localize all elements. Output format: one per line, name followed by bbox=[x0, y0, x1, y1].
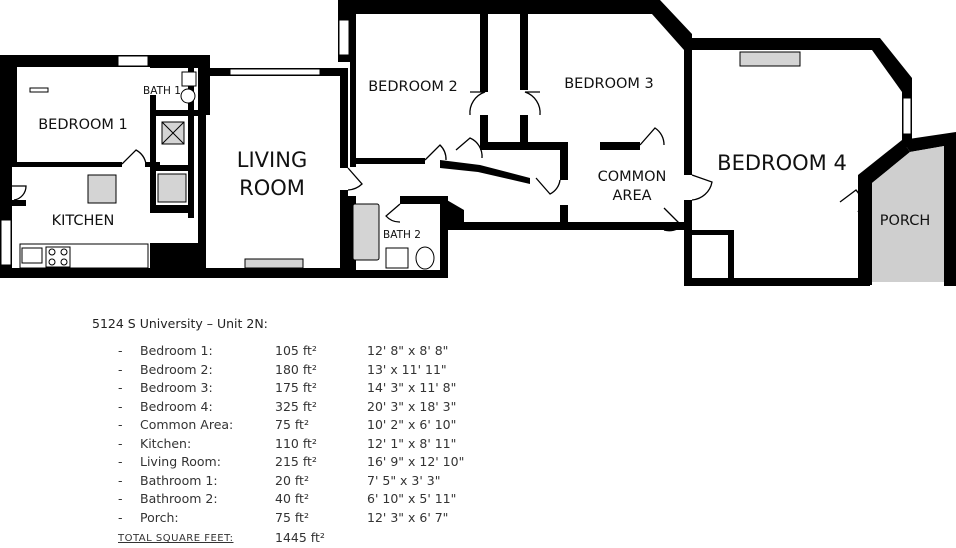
walls bbox=[0, 0, 956, 286]
row-bullet: - bbox=[118, 343, 123, 358]
row-room: Living Room: bbox=[140, 454, 221, 469]
row-room: Bathroom 1: bbox=[140, 472, 218, 488]
label-kitchen: KITCHEN bbox=[52, 213, 115, 229]
row-area: 180 ft² bbox=[275, 361, 317, 377]
label-bath-1: BATH 1 bbox=[143, 85, 181, 97]
row-area: 75 ft² bbox=[275, 509, 309, 525]
row-dimensions: 7' 5" x 3' 3" bbox=[367, 472, 441, 488]
row-area: 110 ft² bbox=[275, 435, 317, 451]
row-room: Bedroom 2: bbox=[140, 361, 213, 377]
row-bullet: - bbox=[118, 472, 123, 488]
row-area: 215 ft² bbox=[275, 454, 317, 469]
legend-total-row: TOTAL SQUARE FEET: 1445 ft² bbox=[92, 530, 325, 548]
row-dimensions: 12' 8" x 8' 8" bbox=[367, 343, 449, 358]
row-bullet: - bbox=[118, 398, 123, 414]
row-area: 105 ft² bbox=[275, 343, 317, 358]
floor-plan: BEDROOM 1 BATH 1 KITCHEN LIVING ROOM BED… bbox=[0, 0, 956, 286]
row-dimensions: 13' x 11' 11" bbox=[367, 361, 447, 377]
row-dimensions: 16' 9" x 12' 10" bbox=[367, 454, 465, 469]
fridge bbox=[87, 174, 117, 204]
row-dimensions: 20' 3" x 18' 3" bbox=[367, 398, 457, 414]
area-legend: 5124 S University – Unit 2N: - Bedroom 1… bbox=[92, 316, 464, 548]
legend-row: - Living Room: 215 ft² 16' 9" x 12' 10" bbox=[92, 454, 464, 473]
label-bedroom-4: BEDROOM 4 bbox=[717, 151, 847, 175]
row-area: 40 ft² bbox=[275, 491, 309, 506]
legend-row: - Common Area: 75 ft² 10' 2" x 6' 10" bbox=[92, 417, 456, 436]
toilet bbox=[180, 88, 196, 104]
legend-row: - Bedroom 4: 325 ft² 20' 3" x 18' 3" bbox=[92, 398, 456, 418]
legend-row: - Bedroom 2: 180 ft² 13' x 11' 11" bbox=[92, 361, 447, 381]
total-label: TOTAL SQUARE FEET: bbox=[118, 533, 234, 544]
row-bullet: - bbox=[118, 361, 123, 377]
row-dimensions: 12' 1" x 8' 11" bbox=[367, 435, 457, 451]
row-room: Bedroom 4: bbox=[140, 398, 213, 414]
fixtures bbox=[19, 51, 801, 270]
label-bedroom-2: BEDROOM 2 bbox=[368, 79, 458, 95]
label-bedroom-1: BEDROOM 1 bbox=[38, 117, 128, 133]
row-dimensions: 12' 3" x 6' 7" bbox=[367, 509, 449, 525]
row-room: Porch: bbox=[140, 509, 179, 525]
label-bedroom-3: BEDROOM 3 bbox=[564, 76, 654, 92]
row-dimensions: 6' 10" x 5' 11" bbox=[367, 491, 457, 506]
row-bullet: - bbox=[118, 491, 123, 506]
row-room: Common Area: bbox=[140, 417, 234, 432]
row-area: 75 ft² bbox=[275, 417, 309, 432]
row-area: 325 ft² bbox=[275, 398, 317, 414]
bathtub bbox=[352, 203, 380, 261]
row-bullet: - bbox=[118, 509, 123, 525]
label-porch: PORCH bbox=[880, 213, 931, 229]
row-bullet: - bbox=[118, 454, 123, 469]
legend-title: 5124 S University – Unit 2N: bbox=[92, 316, 268, 331]
doors bbox=[12, 91, 862, 232]
windows bbox=[0, 19, 912, 266]
row-room: Kitchen: bbox=[140, 435, 192, 451]
row-area: 20 ft² bbox=[275, 472, 309, 488]
legend-row: - Kitchen: 110 ft² 12' 1" x 8' 11" bbox=[92, 435, 456, 455]
legend-row: - Bedroom 3: 175 ft² 14' 3" x 11' 8" bbox=[92, 380, 456, 399]
row-room: Bedroom 3: bbox=[140, 380, 213, 395]
row-dimensions: 14' 3" x 11' 8" bbox=[367, 380, 457, 395]
row-bullet: - bbox=[118, 417, 123, 432]
legend-row: - Porch: 75 ft² 12' 3" x 6' 7" bbox=[92, 509, 448, 529]
label-common-line1: COMMON bbox=[598, 169, 667, 185]
row-bullet: - bbox=[118, 435, 123, 451]
label-living-line1: LIVING bbox=[237, 148, 307, 172]
label-bath-2: BATH 2 bbox=[383, 229, 421, 241]
row-room: Bathroom 2: bbox=[140, 491, 218, 506]
legend-row: - Bathroom 1: 20 ft² 7' 5" x 3' 3" bbox=[92, 472, 440, 492]
row-area: 175 ft² bbox=[275, 380, 317, 395]
porch-floor bbox=[872, 146, 944, 282]
row-room: Bedroom 1: bbox=[140, 343, 213, 358]
legend-row: - Bedroom 1: 105 ft² 12' 8" x 8' 8" bbox=[92, 343, 448, 362]
total-value: 1445 ft² bbox=[275, 530, 325, 545]
row-dimensions: 10' 2" x 6' 10" bbox=[367, 417, 457, 432]
legend-row: - Bathroom 2: 40 ft² 6' 10" x 5' 11" bbox=[92, 491, 456, 510]
label-common-line2: AREA bbox=[612, 188, 651, 204]
label-living-line2: ROOM bbox=[239, 176, 305, 200]
row-bullet: - bbox=[118, 380, 123, 395]
